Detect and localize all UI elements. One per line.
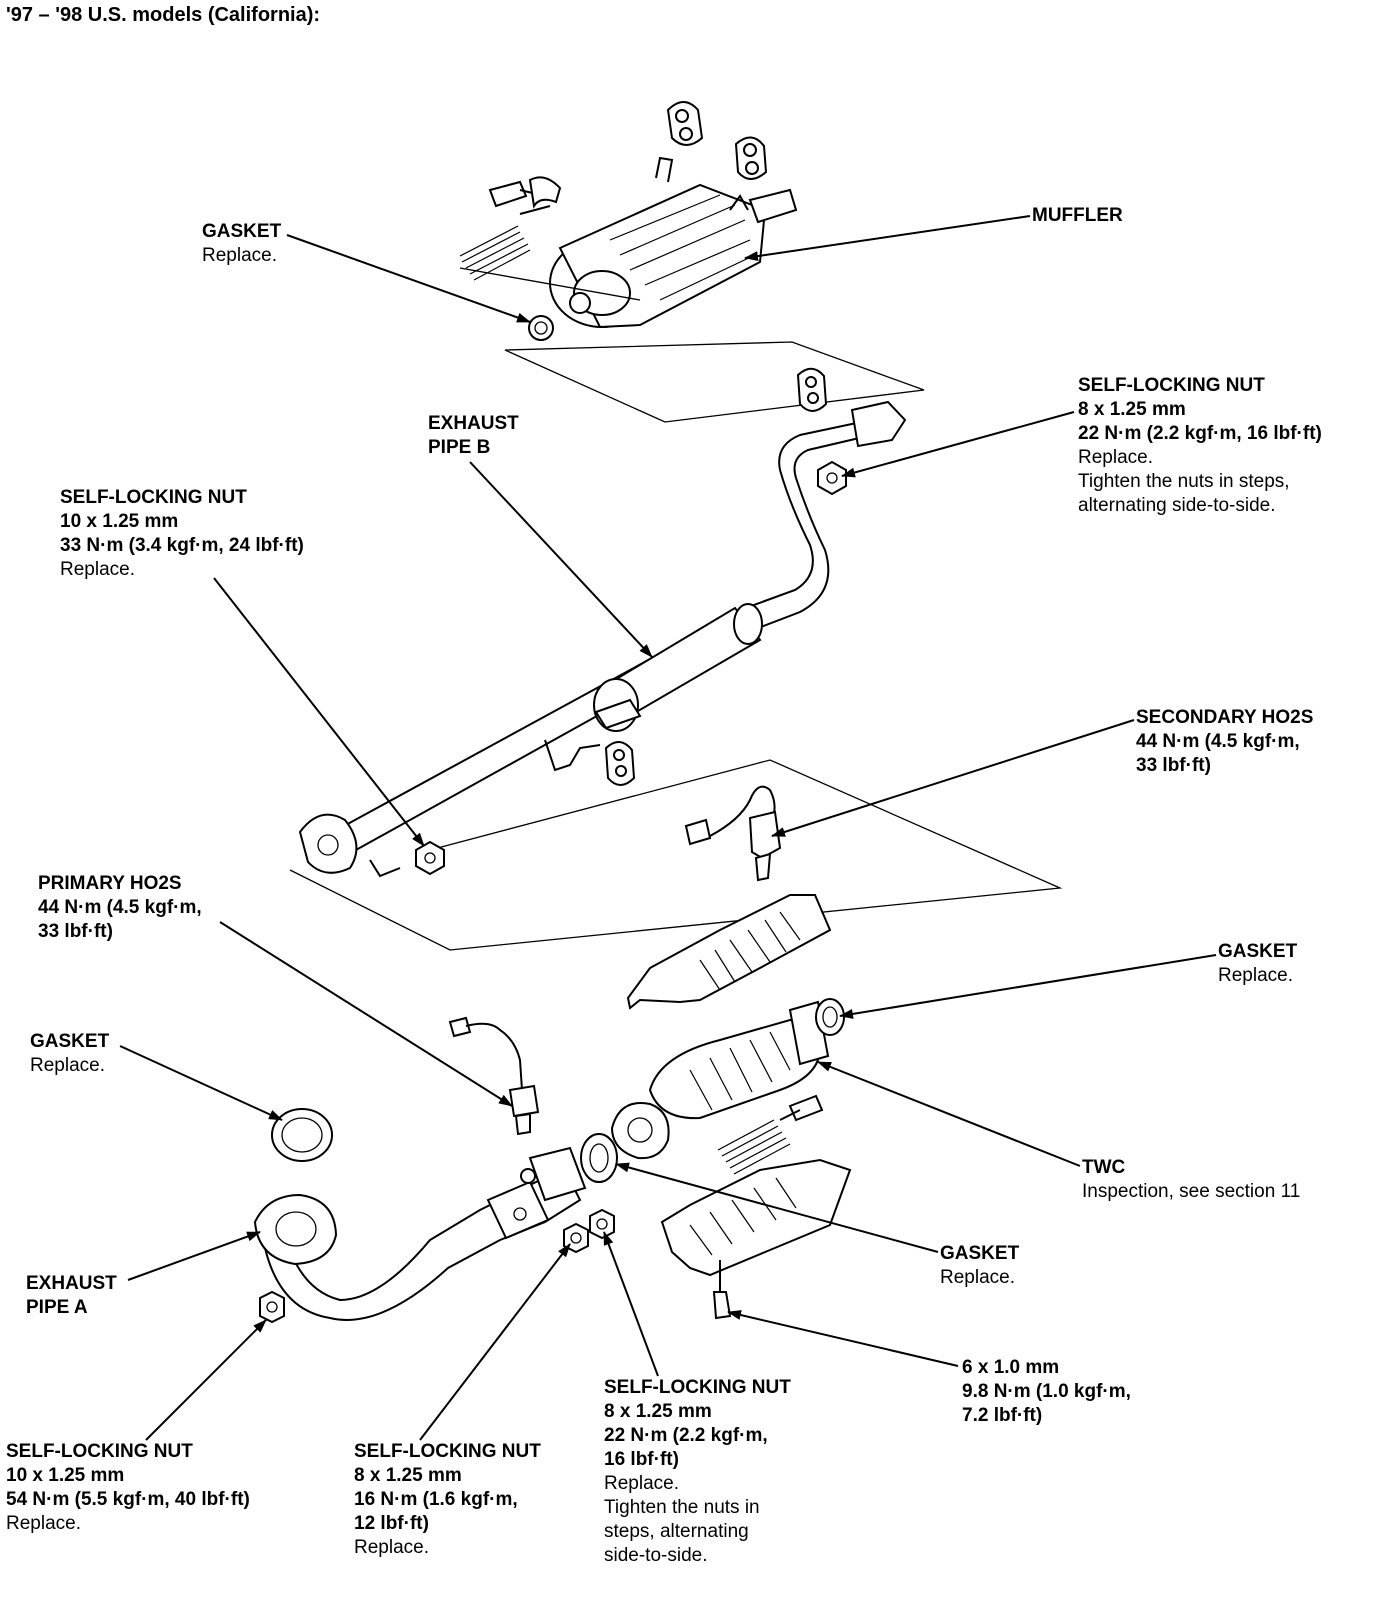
- exhaust-pipe-b-hanger-2: [604, 741, 636, 786]
- exhaust-pipe-b-part: [298, 400, 907, 878]
- label-gasket-center-name: GASKET: [940, 1243, 1020, 1264]
- alignment-frame-middle: [289, 759, 1063, 951]
- label-twc-name: TWC: [1082, 1157, 1126, 1178]
- label-nut-left-mid-torque: 33 N·m (3.4 kgf·m, 24 lbf·ft): [60, 535, 304, 556]
- exhaust-pipe-b-hanger-1: [796, 367, 828, 412]
- label-exhaust-pipe-a-line1: EXHAUST: [26, 1273, 117, 1294]
- muffler-hanger-rubber-1: [666, 101, 704, 146]
- label-primary-ho2s-torque-1: 44 N·m (4.5 kgf·m,: [38, 897, 202, 918]
- label-gasket-top: GASKET Replace.: [202, 220, 281, 268]
- label-nut-bottom-center-size: 8 x 1.25 mm: [604, 1401, 712, 1422]
- label-bolt-6mm-size: 6 x 1.0 mm: [962, 1357, 1060, 1378]
- label-gasket-left-name: GASKET: [30, 1031, 110, 1052]
- self-locking-nut-bottom-center-part: [589, 1208, 615, 1240]
- label-gasket-right: GASKET Replace.: [1218, 940, 1297, 988]
- label-gasket-right-name: GASKET: [1218, 941, 1298, 962]
- label-exhaust-pipe-a: EXHAUST PIPE A: [26, 1272, 117, 1320]
- label-nut-top-right-torque: 22 N·m (2.2 kgf·m, 16 lbf·ft): [1078, 423, 1322, 444]
- label-nut-top-right-instruction-1: Tighten the nuts in steps,: [1078, 471, 1290, 492]
- alignment-frame-upper: [504, 341, 925, 423]
- label-nut-top-right-note: Replace.: [1078, 447, 1153, 468]
- label-primary-ho2s-name: PRIMARY HO2S: [38, 873, 182, 894]
- label-nut-top-right: SELF-LOCKING NUT 8 x 1.25 mm 22 N·m (2.2…: [1078, 374, 1322, 518]
- label-nut-bottom-center-torque-1: 22 N·m (2.2 kgf·m,: [604, 1425, 768, 1446]
- label-exhaust-pipe-b: EXHAUST PIPE B: [428, 412, 519, 460]
- label-nut-bottom-mid-size: 8 x 1.25 mm: [354, 1465, 462, 1486]
- label-nut-bottom-left-note: Replace.: [6, 1513, 81, 1534]
- diagram-title: '97 – '98 U.S. models (California):: [6, 4, 321, 26]
- label-nut-bottom-center-note: Replace.: [604, 1473, 679, 1494]
- gasket-right-part: [815, 998, 845, 1036]
- label-bolt-6mm: 6 x 1.0 mm 9.8 N·m (1.0 kgf·m, 7.2 lbf·f…: [962, 1356, 1131, 1428]
- label-nut-bottom-mid-torque-2: 12 lbf·ft): [354, 1513, 429, 1534]
- label-primary-ho2s-torque-2: 33 lbf·ft): [38, 921, 113, 942]
- label-nut-bottom-left-size: 10 x 1.25 mm: [6, 1465, 125, 1486]
- label-gasket-right-note: Replace.: [1218, 965, 1293, 986]
- muffler-spring-bolt: [459, 176, 641, 301]
- label-nut-left-mid-size: 10 x 1.25 mm: [60, 511, 179, 532]
- label-bolt-6mm-torque-2: 7.2 lbf·ft): [962, 1405, 1043, 1426]
- label-gasket-left-note: Replace.: [30, 1055, 105, 1076]
- label-nut-bottom-left-name: SELF-LOCKING NUT: [6, 1441, 193, 1462]
- label-secondary-ho2s-torque-1: 44 N·m (4.5 kgf·m,: [1136, 731, 1300, 752]
- label-nut-bottom-center-instruction-3: side-to-side.: [604, 1545, 708, 1566]
- label-nut-bottom-mid-name: SELF-LOCKING NUT: [354, 1441, 541, 1462]
- label-gasket-center-note: Replace.: [940, 1267, 1015, 1288]
- label-nut-left-mid-name: SELF-LOCKING NUT: [60, 487, 247, 508]
- leader-lines: [119, 215, 1217, 1441]
- label-nut-bottom-center-instruction-2: steps, alternating: [604, 1521, 749, 1542]
- label-nut-left-mid-note: Replace.: [60, 559, 135, 580]
- heat-shield-upper: [626, 894, 832, 1010]
- label-nut-bottom-center: SELF-LOCKING NUT 8 x 1.25 mm 22 N·m (2.2…: [604, 1376, 791, 1568]
- label-bolt-6mm-torque-1: 9.8 N·m (1.0 kgf·m,: [962, 1381, 1131, 1402]
- label-primary-ho2s: PRIMARY HO2S 44 N·m (4.5 kgf·m, 33 lbf·f…: [38, 872, 202, 944]
- label-nut-left-mid: SELF-LOCKING NUT 10 x 1.25 mm 33 N·m (3.…: [60, 486, 304, 582]
- muffler-gasket: [528, 315, 554, 341]
- secondary-ho2s-part: [684, 785, 782, 882]
- label-twc: TWC Inspection, see section 11: [1082, 1156, 1300, 1204]
- label-nut-bottom-mid-torque-1: 16 N·m (1.6 kgf·m,: [354, 1489, 518, 1510]
- muffler-part: [549, 156, 798, 329]
- label-nut-bottom-left: SELF-LOCKING NUT 10 x 1.25 mm 54 N·m (5.…: [6, 1440, 250, 1536]
- label-muffler: MUFFLER: [1032, 204, 1123, 228]
- label-nut-bottom-center-torque-2: 16 lbf·ft): [604, 1449, 679, 1470]
- self-locking-nut-left-mid-part: [415, 840, 445, 876]
- label-secondary-ho2s: SECONDARY HO2S 44 N·m (4.5 kgf·m, 33 lbf…: [1136, 706, 1313, 778]
- label-gasket-top-name: GASKET: [202, 221, 282, 242]
- heat-shield-lower: [660, 1158, 852, 1277]
- label-twc-note: Inspection, see section 11: [1082, 1181, 1301, 1202]
- label-nut-bottom-mid: SELF-LOCKING NUT 8 x 1.25 mm 16 N·m (1.6…: [354, 1440, 541, 1560]
- primary-ho2s-part: [448, 1016, 540, 1136]
- label-nut-top-right-instruction-2: alternating side-to-side.: [1078, 495, 1276, 516]
- twc-part: [610, 1000, 830, 1160]
- label-gasket-center: GASKET Replace.: [940, 1242, 1019, 1290]
- label-exhaust-pipe-b-line2: PIPE B: [428, 437, 491, 458]
- label-muffler-name: MUFFLER: [1032, 205, 1123, 226]
- label-nut-top-right-name: SELF-LOCKING NUT: [1078, 375, 1265, 396]
- label-exhaust-pipe-a-line2: PIPE A: [26, 1297, 88, 1318]
- label-nut-top-right-size: 8 x 1.25 mm: [1078, 399, 1186, 420]
- label-nut-bottom-mid-note: Replace.: [354, 1537, 429, 1558]
- label-nut-bottom-center-instruction-1: Tighten the nuts in: [604, 1497, 760, 1518]
- label-secondary-ho2s-torque-2: 33 lbf·ft): [1136, 755, 1211, 776]
- label-nut-bottom-left-torque: 54 N·m (5.5 kgf·m, 40 lbf·ft): [6, 1489, 250, 1510]
- gasket-center-part: [580, 1133, 618, 1183]
- self-locking-nut-bottom-left-part: [259, 1290, 285, 1324]
- label-gasket-left: GASKET Replace.: [30, 1030, 109, 1078]
- label-gasket-top-note: Replace.: [202, 245, 277, 266]
- label-nut-bottom-center-name: SELF-LOCKING NUT: [604, 1377, 791, 1398]
- muffler-hanger-rubber-2: [734, 136, 768, 180]
- label-exhaust-pipe-b-line1: EXHAUST: [428, 413, 519, 434]
- self-locking-nut-top-right-part: [817, 460, 847, 496]
- gasket-left-part: [271, 1108, 333, 1162]
- label-secondary-ho2s-name: SECONDARY HO2S: [1136, 707, 1314, 728]
- twc-bolt-spring: [717, 1094, 824, 1175]
- exhaust-pipe-a-part: [253, 1146, 587, 1321]
